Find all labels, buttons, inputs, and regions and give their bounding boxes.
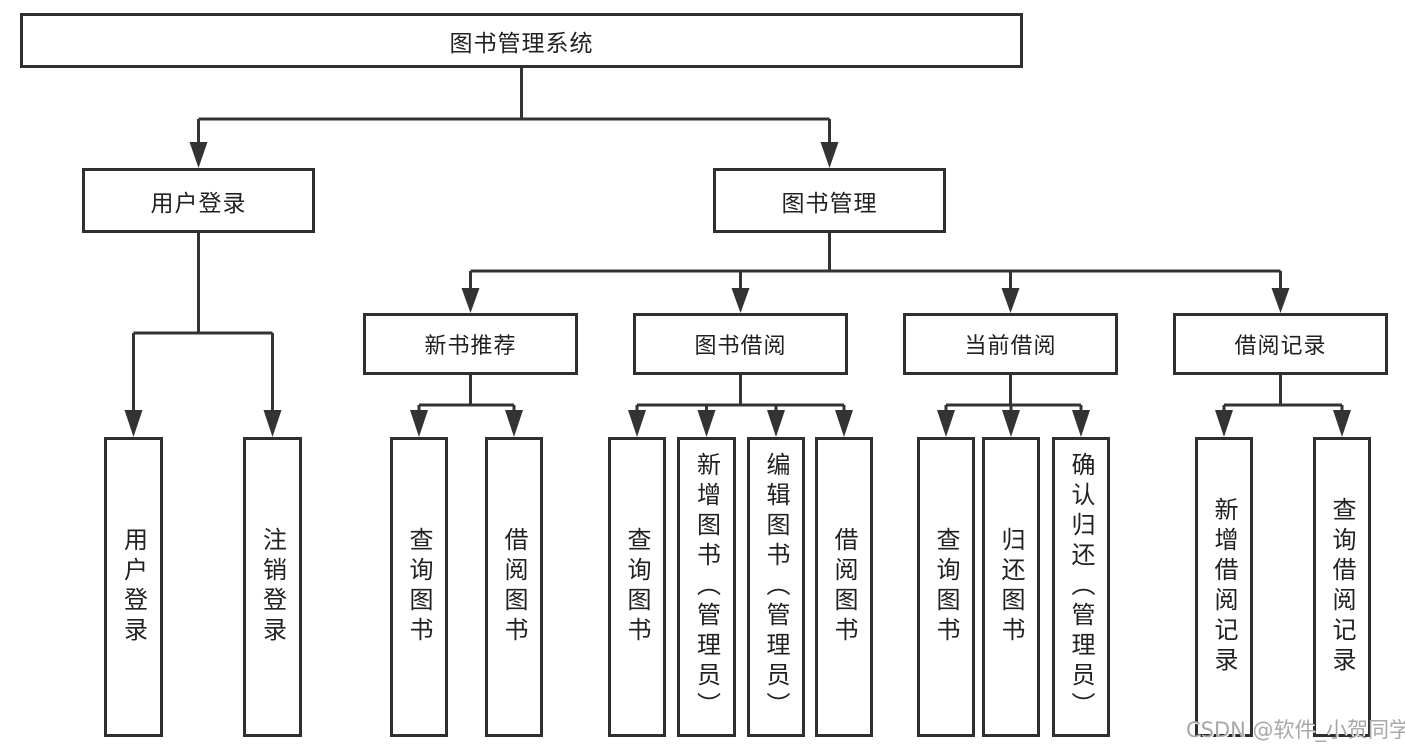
node-leaf-confirm-return-admin: 确认归还（管理员） [1052, 437, 1110, 737]
node-leaf-user-login-label: 用户登录 [119, 527, 148, 647]
connector-borrow-records-children [1215, 375, 1351, 437]
node-leaf-add-borrow-record-label: 新增借阅记录 [1210, 497, 1238, 677]
node-leaf-query-book-rec-label: 查询图书 [405, 527, 433, 647]
node-leaf-query-book-borrow: 查询图书 [608, 437, 666, 737]
node-leaf-borrow-book-rec: 借阅图书 [485, 437, 543, 737]
node-book-mgmt-label: 图书管理 [781, 190, 878, 217]
node-leaf-borrow-book: 借阅图书 [815, 437, 873, 737]
node-user-login-label: 用户登录 [150, 190, 247, 217]
node-leaf-query-book-current: 查询图书 [917, 437, 975, 737]
node-root-system-label: 图书管理系统 [449, 30, 594, 57]
node-leaf-query-book-borrow-label: 查询图书 [623, 527, 651, 647]
node-leaf-return-book-label: 归还图书 [997, 527, 1025, 647]
node-new-book-rec: 新书推荐 [363, 313, 578, 375]
node-leaf-add-book-admin: 新增图书（管理员） [677, 437, 736, 737]
node-leaf-borrow-book-label: 借阅图书 [830, 527, 858, 647]
connector-current-borrow-children [937, 375, 1090, 437]
connector-book-borrow-children [628, 375, 853, 437]
csdn-watermark: CSDN @软件_小贺同学 [1186, 718, 1405, 742]
connector-root-to-level2 [189, 68, 839, 168]
node-leaf-edit-book-admin-label: 编辑图书（管理员） [762, 452, 790, 722]
node-leaf-borrow-book-rec-label: 借阅图书 [500, 527, 528, 647]
node-leaf-query-book-rec: 查询图书 [390, 437, 448, 737]
node-leaf-edit-book-admin: 编辑图书（管理员） [747, 437, 805, 737]
node-new-book-rec-label: 新书推荐 [424, 334, 517, 359]
node-leaf-add-borrow-record: 新增借阅记录 [1195, 437, 1253, 737]
node-book-mgmt: 图书管理 [713, 168, 946, 233]
node-current-borrow: 当前借阅 [903, 313, 1118, 375]
node-leaf-add-book-admin-label: 新增图书（管理员） [692, 452, 721, 722]
node-leaf-user-login: 用户登录 [104, 437, 163, 737]
node-borrow-records: 借阅记录 [1173, 313, 1388, 375]
node-leaf-query-borrow-record: 查询借阅记录 [1313, 437, 1371, 737]
node-current-borrow-label: 当前借阅 [964, 334, 1057, 359]
connector-book-mgmt-children [461, 233, 1290, 313]
node-leaf-return-book: 归还图书 [982, 437, 1040, 737]
node-user-login: 用户登录 [82, 168, 315, 233]
node-book-borrow: 图书借阅 [633, 313, 848, 375]
node-leaf-query-borrow-record-label: 查询借阅记录 [1328, 497, 1356, 677]
node-leaf-logout-label: 注销登录 [258, 527, 287, 647]
node-borrow-records-label: 借阅记录 [1234, 334, 1327, 359]
node-leaf-confirm-return-admin-label: 确认归还（管理员） [1067, 452, 1095, 722]
node-leaf-query-book-current-label: 查询图书 [932, 527, 960, 647]
connector-new-book-rec-children [410, 375, 523, 437]
connector-user-login-children [124, 233, 282, 437]
node-book-borrow-label: 图书借阅 [694, 334, 787, 359]
node-leaf-logout: 注销登录 [243, 437, 302, 737]
node-root-system: 图书管理系统 [20, 13, 1023, 68]
